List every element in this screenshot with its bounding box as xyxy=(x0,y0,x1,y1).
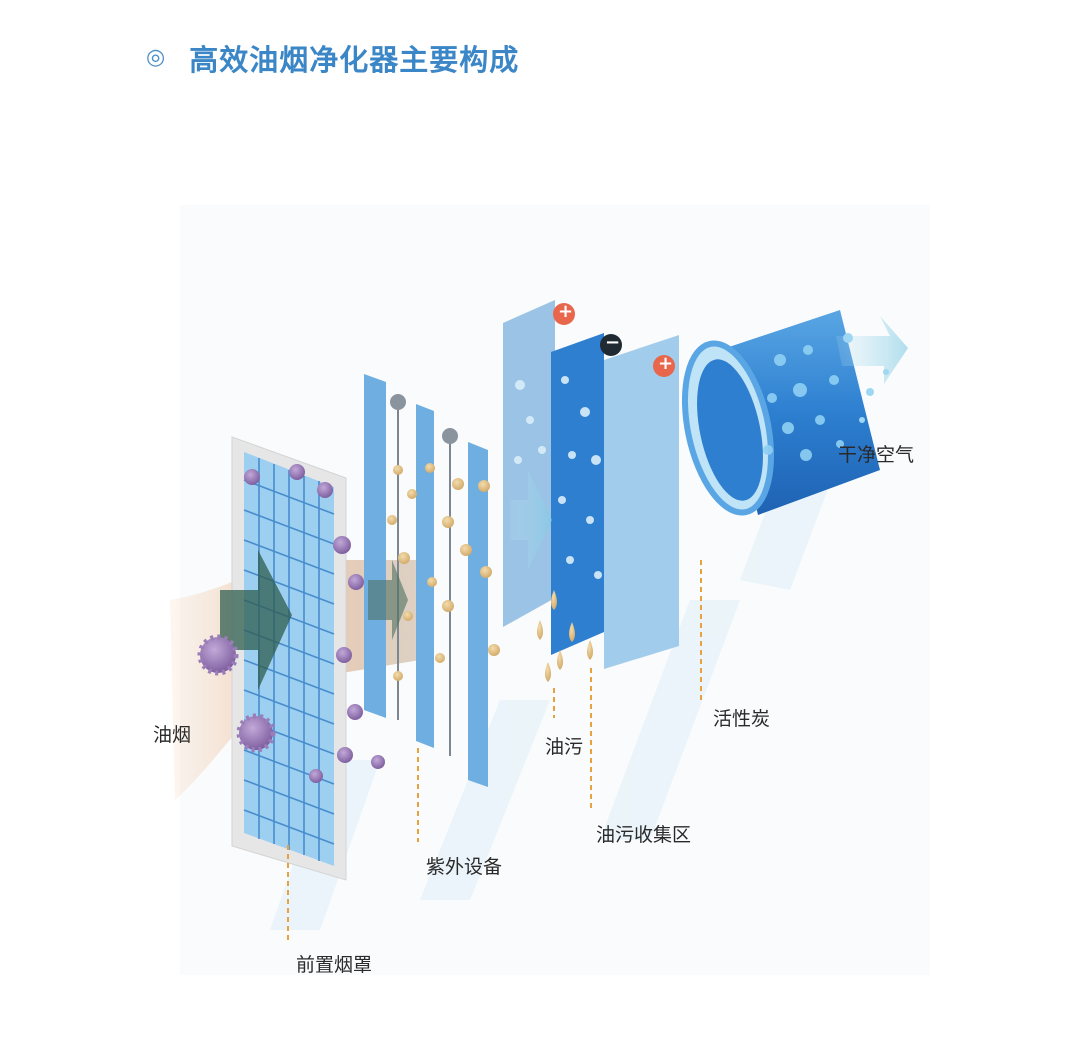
leader-lines xyxy=(287,560,702,940)
charge-badges xyxy=(553,303,675,377)
charge-plus-2: + xyxy=(658,353,674,374)
label-oil-smoke: 油烟 xyxy=(153,724,192,746)
flow-arrow-plates xyxy=(510,470,552,570)
bullet-icon: ◎ xyxy=(146,45,166,70)
flow-arrow-hood xyxy=(220,550,292,690)
label-uv-device: 紫外设备 xyxy=(426,856,503,878)
header: ◎ 高效油烟净化器主要构成 xyxy=(146,38,519,78)
page-title: 高效油烟净化器主要构成 xyxy=(189,43,520,77)
clean-air-bubbles xyxy=(843,333,889,423)
smoke-particles xyxy=(197,464,385,783)
label-oil-dirt: 油污 xyxy=(545,736,584,758)
electrostatic-plates xyxy=(503,300,679,669)
flow-arrow-uv xyxy=(368,560,408,640)
label-activated-carbon: 活性炭 xyxy=(713,708,771,730)
label-oil-collection: 油污收集区 xyxy=(596,824,692,846)
uv-device xyxy=(364,374,488,787)
clean-air-flow xyxy=(836,316,908,384)
charge-plus-1: + xyxy=(558,301,574,322)
front-hood-panel xyxy=(231,436,347,881)
activated-carbon-cylinder xyxy=(681,310,880,516)
label-front-hood: 前置烟罩 xyxy=(296,954,373,976)
oil-drips xyxy=(537,590,593,682)
charge-minus: − xyxy=(605,332,621,353)
uv-droplets xyxy=(387,463,500,681)
plate-bubbles xyxy=(514,376,602,579)
label-clean-air: 干净空气 xyxy=(838,444,915,466)
